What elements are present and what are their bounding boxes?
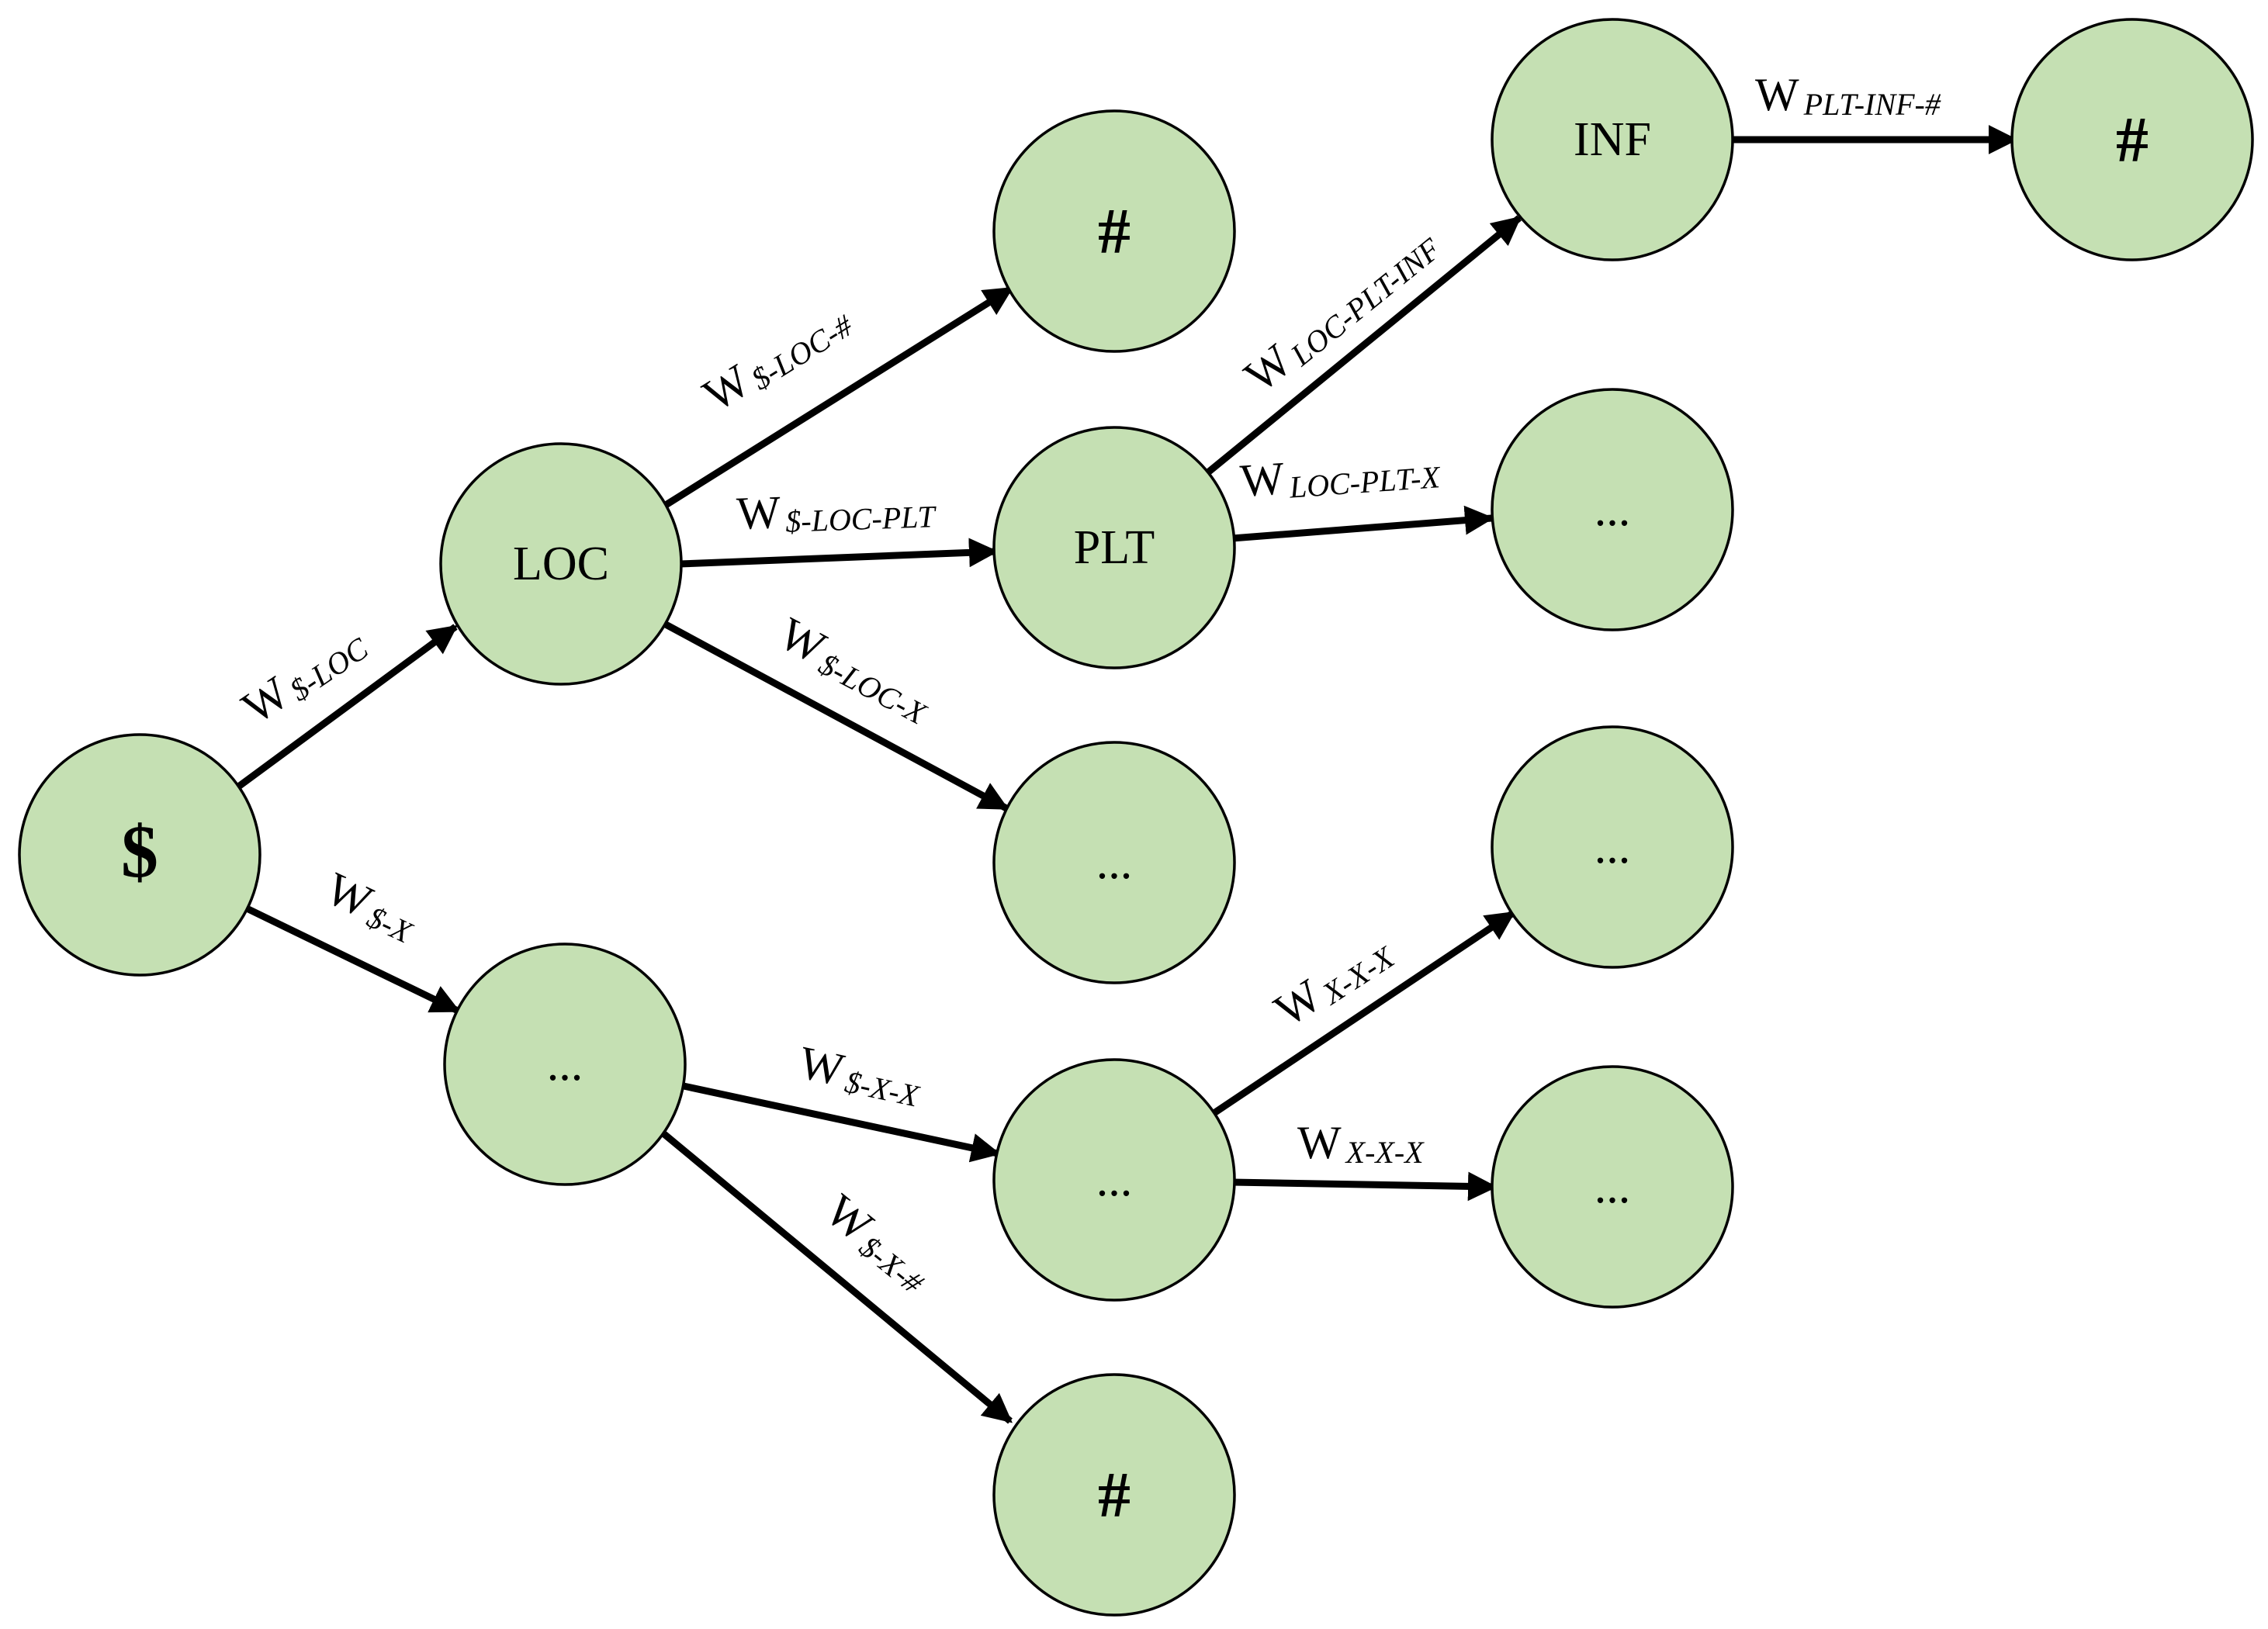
node-xx-x2-label: ...: [1595, 1160, 1631, 1213]
node-xx-x1-label: ...: [1595, 821, 1631, 873]
node-loc-hash-label: #: [1098, 195, 1131, 268]
node-x-x-label: ...: [1096, 1153, 1133, 1206]
node-x-x: ...: [992, 1058, 1236, 1302]
edges: [235, 125, 2018, 1424]
node-loc-hash: #: [992, 109, 1236, 353]
edge-x-to-x: [683, 1082, 1001, 1163]
node-inf-label: INF: [1574, 113, 1651, 166]
node-inf-hash-label: #: [2116, 104, 2149, 176]
edge-label-x-x: W$-X-X: [795, 1036, 926, 1114]
edge-loc-to-hash: [663, 285, 1014, 508]
node-plt-x: ...: [1491, 388, 1734, 631]
node-xx-x1: ...: [1491, 725, 1734, 969]
edge-plt-to-x: [1231, 505, 1494, 542]
edge-label-x-hash: W$-X-#: [815, 1185, 942, 1301]
edge-xx-to-x2: [1231, 1171, 1498, 1202]
edge-root-to-x: [247, 905, 461, 1015]
edge-label-root-loc: W$-LOC: [233, 615, 375, 735]
node-inf-hash: #: [2010, 18, 2254, 261]
node-loc-label: LOC: [513, 538, 609, 590]
edge-xx-to-x1: [1213, 910, 1516, 1115]
node-loc-x-label: ...: [1096, 836, 1133, 889]
edge-label-plt-x: WLOC-PLT-X: [1238, 441, 1442, 508]
node-plt-label: PLT: [1074, 521, 1155, 574]
edge-label-plt-inf: WLOC-PLT-INF: [1235, 217, 1448, 403]
node-xx-x2: ...: [1491, 1065, 1734, 1309]
node-plt-x-label: ...: [1595, 483, 1631, 536]
edge-loc-to-plt: [679, 538, 999, 568]
edge-label-root-x: W$-X: [318, 863, 426, 950]
nodes: $ LOC ... # PLT ... ... #: [18, 18, 2254, 1617]
node-inf: INF: [1491, 18, 1734, 261]
edge-loc-to-x: [663, 621, 1009, 811]
edge-root-to-loc: [235, 624, 459, 790]
node-plt: PLT: [992, 426, 1236, 669]
node-x-hash: #: [992, 1373, 1236, 1617]
node-x-hash-label: #: [1098, 1459, 1131, 1531]
node-loc-x: ...: [992, 741, 1236, 984]
node-root-x: ...: [443, 942, 687, 1186]
node-loc: LOC: [439, 442, 683, 686]
edge-plt-to-inf: [1207, 215, 1522, 475]
node-root-x-label: ...: [547, 1038, 583, 1091]
node-root: $: [18, 733, 261, 977]
edge-label-loc-plt: W$-LOC-PLT: [736, 481, 937, 541]
edge-label-xx-x1: WX-X-X: [1266, 924, 1401, 1037]
node-root-label: $: [121, 810, 158, 893]
edge-label-loc-x: W$-LOC-X: [770, 607, 941, 731]
edge-x-to-hash: [662, 1131, 1013, 1424]
